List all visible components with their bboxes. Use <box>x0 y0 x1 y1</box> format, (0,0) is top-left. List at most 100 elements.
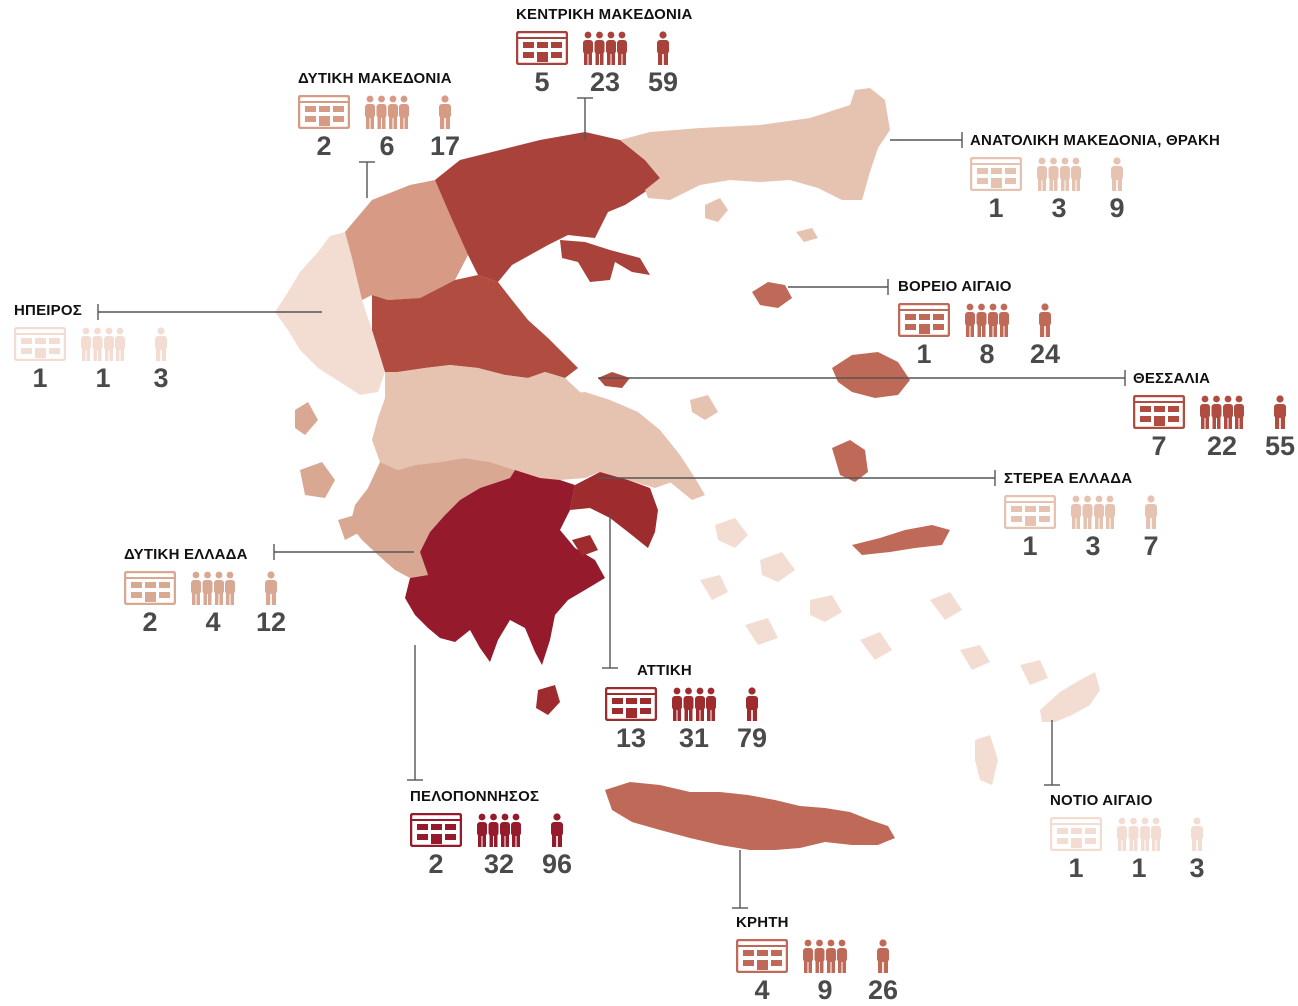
people-count: 24 <box>1029 339 1061 369</box>
people-count: 7 <box>1143 531 1159 561</box>
school-icon <box>605 687 657 721</box>
person-icon <box>1039 303 1051 337</box>
island-evia[interactable] <box>555 392 705 500</box>
group-icon <box>672 687 716 721</box>
island-sporades[interactable] <box>598 372 630 388</box>
region-label-peloponnisos: ΠΕΛΟΠΟΝΝΗΣΟΣ 2 32 96 <box>410 788 650 880</box>
group-icon <box>1200 395 1244 429</box>
island-samos[interactable] <box>852 525 950 555</box>
island-samothraki[interactable] <box>796 228 818 242</box>
group-icon <box>81 327 125 361</box>
person-icon <box>155 327 167 361</box>
person-icon <box>746 687 758 721</box>
region-peloponnisos[interactable] <box>405 470 605 665</box>
region-name: ΔΥΤΙΚΗ ΜΑΚΕΔΟΝΙΑ <box>298 70 452 87</box>
person-icon <box>439 95 451 129</box>
region-icons <box>1004 493 1244 529</box>
region-label-sterea-ellada: ΣΤΕΡΕΑ ΕΛΛΑΔΑ 1 3 7 <box>1004 470 1244 562</box>
island-lefkada[interactable] <box>295 402 318 435</box>
person-icon <box>1191 817 1203 851</box>
schools-count: 7 <box>1151 431 1167 461</box>
region-ipeiros[interactable] <box>275 232 385 395</box>
region-icons <box>410 811 650 847</box>
island-cyclades-2[interactable] <box>760 552 795 582</box>
group-icon <box>191 571 235 605</box>
island-dodecanese-1[interactable] <box>960 645 990 670</box>
groups-count: 23 <box>589 67 621 97</box>
person-icon <box>1111 157 1123 191</box>
groups-count: 9 <box>817 975 833 1005</box>
groups-count: 32 <box>483 849 515 879</box>
region-dytiki-ellada[interactable] <box>350 458 515 578</box>
schools-count: 1 <box>1068 853 1084 883</box>
map-regions <box>275 88 1100 850</box>
people-count: 3 <box>1189 853 1205 883</box>
schools-count: 1 <box>32 363 48 393</box>
region-label-kriti: ΚΡΗΤΗ 4 9 26 <box>736 914 976 1006</box>
region-sterea-ellada[interactable] <box>372 365 672 488</box>
group-icon <box>965 303 1009 337</box>
school-icon <box>736 939 788 973</box>
school-icon <box>1050 817 1102 851</box>
region-icons <box>898 301 1138 337</box>
island-thasos[interactable] <box>705 198 728 222</box>
groups-count: 31 <box>678 723 710 753</box>
region-label-dytiki-ellada: ΔΥΤΙΚΗ ΕΛΛΑΔΑ 2 4 12 <box>124 546 364 638</box>
region-label-anatoliki-makedonia-thraki: ΑΝΑΤΟΛΙΚΗ ΜΑΚΕΔΟΝΙΑ, ΘΡΑΚΗ 1 3 9 <box>970 132 1220 224</box>
school-icon <box>410 813 462 847</box>
island-dodecanese-2[interactable] <box>1020 660 1048 685</box>
island-cyclades-6[interactable] <box>860 632 892 660</box>
region-name: ΠΕΛΟΠΟΝΝΗΣΟΣ <box>410 788 540 805</box>
region-kentriki-makedonia[interactable] <box>435 132 660 282</box>
region-icons <box>605 685 845 721</box>
region-label-voreio-aigaio: ΒΟΡΕΙΟ ΑΙΓΑΙΟ 1 8 24 <box>898 278 1138 370</box>
person-icon <box>1145 495 1157 529</box>
island-rodos[interactable] <box>1040 672 1100 722</box>
person-icon <box>265 571 277 605</box>
schools-count: 2 <box>316 131 332 161</box>
island-cyclades-5[interactable] <box>745 618 778 645</box>
island-cyclades-4[interactable] <box>810 595 842 622</box>
island-cyclades-7[interactable] <box>930 592 962 620</box>
island-karpathos[interactable] <box>975 735 998 785</box>
schools-count: 4 <box>754 975 770 1005</box>
person-icon <box>551 813 563 847</box>
people-count: 55 <box>1264 431 1296 461</box>
region-icons <box>1050 815 1290 851</box>
region-thessalia[interactable] <box>372 275 578 378</box>
island-kythira[interactable] <box>536 685 560 715</box>
people-count: 26 <box>867 975 899 1005</box>
region-label-kentriki-makedonia: ΚΕΝΤΡΙΚΗ ΜΑΚΕΔΟΝΙΑ 5 23 59 <box>516 6 756 98</box>
people-count: 59 <box>647 67 679 97</box>
region-dytiki-makedonia[interactable] <box>345 180 468 300</box>
region-label-dytiki-makedonia: ΔΥΤΙΚΗ ΜΑΚΕΔΟΝΙΑ 2 6 17 <box>298 70 538 162</box>
island-kefalonia[interactable] <box>300 462 335 498</box>
region-name: ΔΥΤΙΚΗ ΕΛΛΑΔΑ <box>124 546 248 563</box>
region-chalkidiki[interactable] <box>560 240 650 282</box>
region-name: ΚΡΗΤΗ <box>736 914 789 931</box>
group-icon <box>365 95 409 129</box>
island-limnos[interactable] <box>752 282 792 308</box>
schools-count: 2 <box>142 607 158 637</box>
person-icon <box>1274 395 1286 429</box>
island-lesvos[interactable] <box>832 352 910 398</box>
schools-count: 2 <box>428 849 444 879</box>
region-label-attiki: ΑΤΤΙΚΗ 13 31 79 <box>605 662 845 754</box>
region-anatoliki-makedonia-thraki[interactable] <box>620 88 890 200</box>
region-icons <box>14 325 254 361</box>
island-cyclades-3[interactable] <box>700 575 728 600</box>
island-skyros[interactable] <box>690 395 718 420</box>
region-name: ΘΕΣΣΑΛΙΑ <box>1133 370 1211 387</box>
people-count: 12 <box>255 607 287 637</box>
region-label-thessalia: ΘΕΣΣΑΛΙΑ 7 22 55 <box>1133 370 1298 462</box>
group-icon <box>803 939 847 973</box>
island-cyclades-1[interactable] <box>715 518 748 548</box>
school-icon <box>898 303 950 337</box>
island-chios[interactable] <box>832 440 868 482</box>
region-attiki[interactable] <box>570 472 658 548</box>
schools-count: 13 <box>615 723 647 753</box>
school-icon <box>1133 395 1185 429</box>
island-saronic[interactable] <box>572 535 598 556</box>
schools-count: 5 <box>534 67 550 97</box>
region-kriti[interactable] <box>605 782 895 850</box>
